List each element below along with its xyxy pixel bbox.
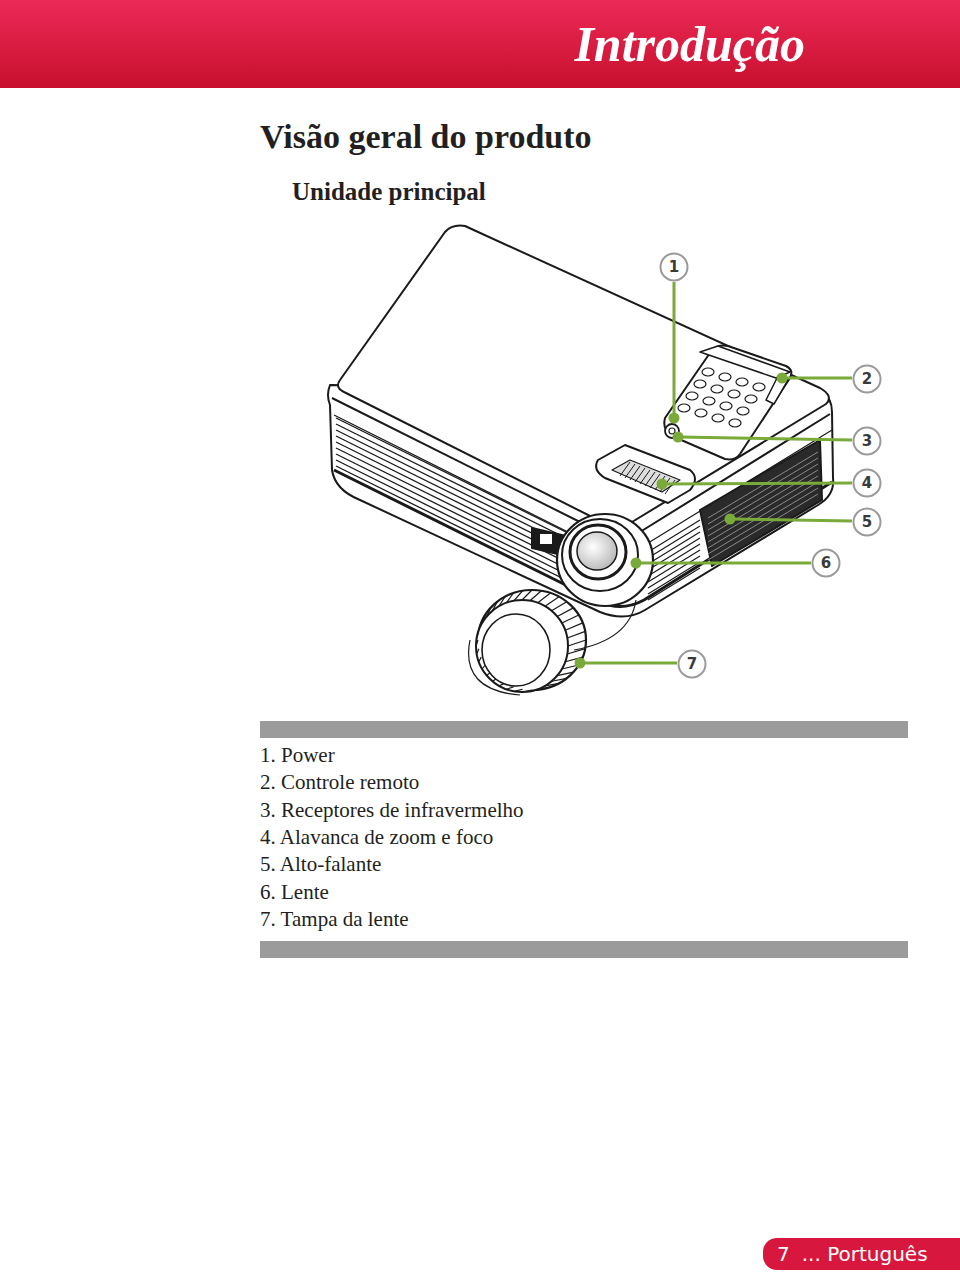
callout-number: 5 bbox=[862, 513, 872, 531]
callout-circle: 7 bbox=[677, 649, 707, 679]
callout-number: 7 bbox=[687, 655, 697, 673]
callout-number: 1 bbox=[669, 258, 679, 276]
rule-bar bbox=[260, 941, 908, 958]
chapter-title: Introdução bbox=[574, 15, 805, 73]
parts-list-item: 5. Alto-falante bbox=[260, 852, 381, 877]
parts-list-item: 1. Power bbox=[260, 743, 335, 768]
callout-number: 6 bbox=[821, 554, 831, 572]
callout-circle: 6 bbox=[811, 548, 841, 578]
parts-list-item: 3. Receptores de infravermelho bbox=[260, 798, 524, 823]
parts-list-item: 7. Tampa da lente bbox=[260, 907, 409, 932]
callout-number: 2 bbox=[862, 370, 872, 388]
callout-circle: 4 bbox=[852, 468, 882, 498]
leader-lines bbox=[576, 282, 852, 667]
callout-circle: 5 bbox=[852, 507, 882, 537]
parts-list-item: 4. Alavanca de zoom e foco bbox=[260, 825, 493, 850]
callout-circle: 1 bbox=[659, 252, 689, 282]
callout-circle: 2 bbox=[852, 364, 882, 394]
projector-body bbox=[328, 226, 833, 695]
callout-number: 3 bbox=[862, 432, 872, 450]
page-footer-tab: 7 ... Português bbox=[763, 1238, 960, 1270]
section-subheading: Unidade principal bbox=[292, 178, 486, 206]
parts-list-item: 6. Lente bbox=[260, 880, 329, 905]
page-heading: Visão geral do produto bbox=[260, 118, 592, 156]
footer-text: 7 bbox=[777, 1242, 790, 1266]
rule-bar bbox=[260, 721, 908, 738]
parts-list-item: 2. Controle remoto bbox=[260, 770, 419, 795]
header-band: Introdução bbox=[0, 0, 960, 88]
callout-circle: 3 bbox=[852, 426, 882, 456]
footer-text: ... Português bbox=[802, 1242, 928, 1266]
callout-number: 4 bbox=[862, 474, 872, 492]
